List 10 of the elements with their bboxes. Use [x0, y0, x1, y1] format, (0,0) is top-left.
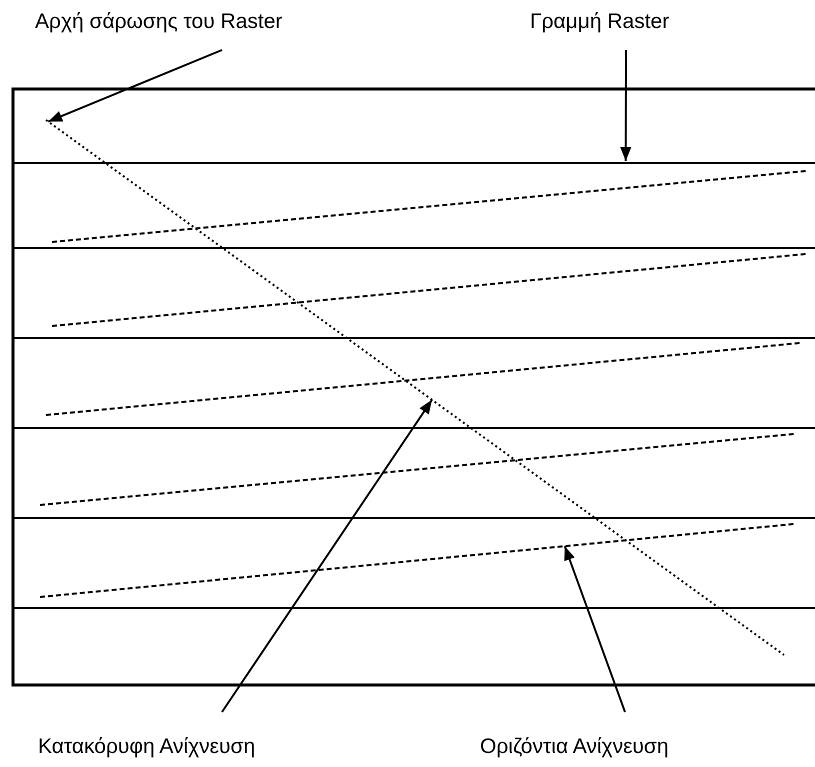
- callout-label: Αρχή σάρωσης του Raster: [35, 10, 282, 34]
- callout-label: Κατακόρυφη Ανίχνευση: [38, 735, 256, 759]
- callout-label: Γραμμή Raster: [530, 10, 670, 34]
- callout-label: Οριζόντια Ανίχνευση: [480, 735, 669, 759]
- leader-line: [48, 49, 222, 123]
- leader-line: [564, 546, 626, 712]
- leader-line: [620, 50, 632, 161]
- leader-line: [221, 399, 433, 713]
- raster-line: [13, 162, 815, 164]
- vertical-retrace-line: [45, 119, 785, 656]
